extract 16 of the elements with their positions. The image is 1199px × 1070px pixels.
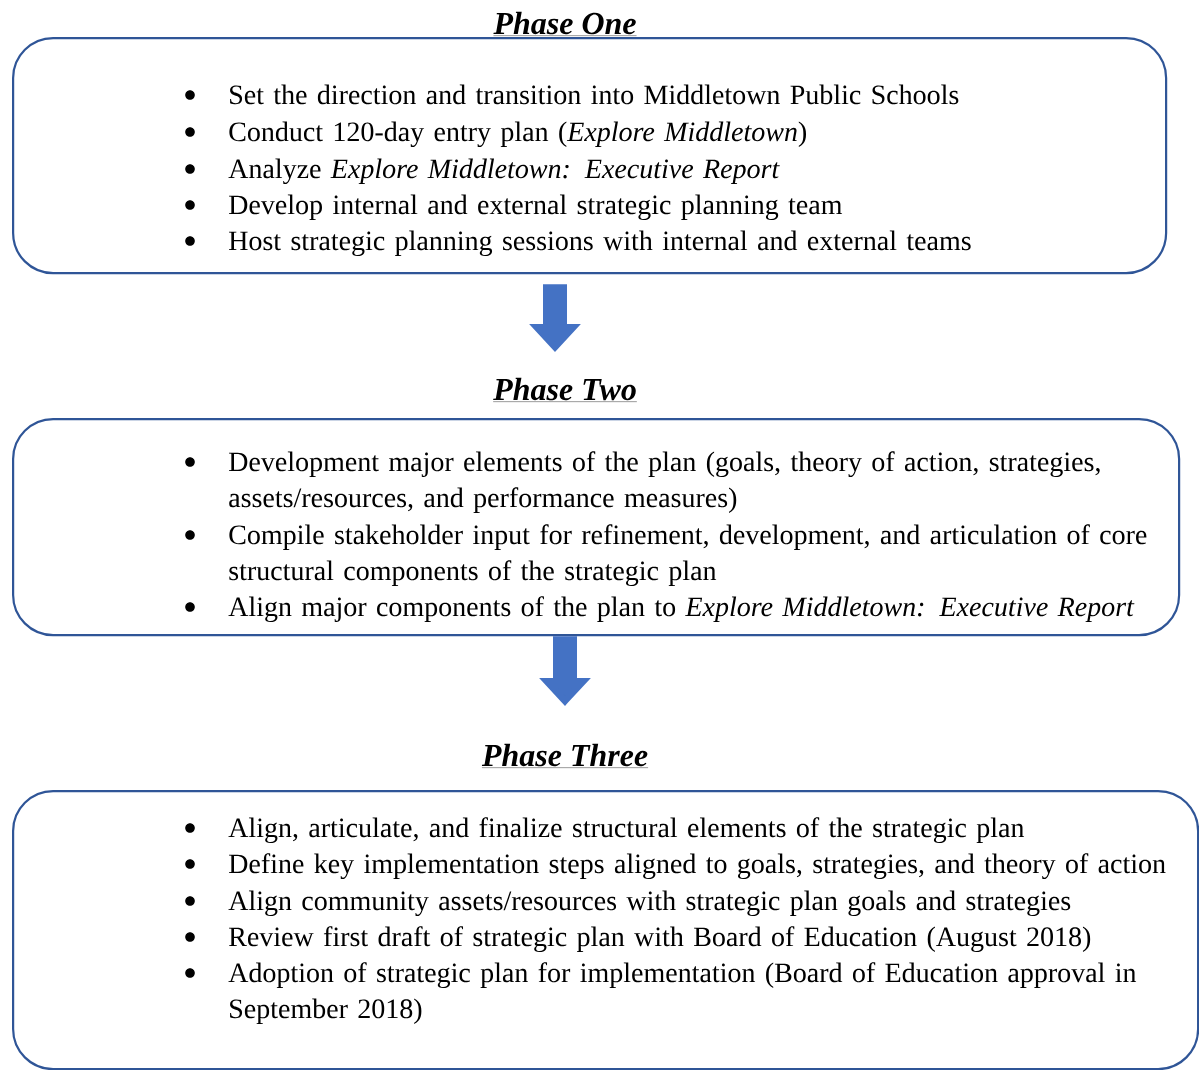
bullet-item: Align community assets/resources with strategic plan goals and strategies: [185, 890, 1071, 917]
bullet-item: Define key implementation steps aligned to goals, strategies, and theory of action: [185, 853, 1166, 880]
phase-heading: Phase Two: [492, 377, 638, 402]
phase-heading: Phase One: [493, 11, 637, 36]
bullet-item: Align major components of the plan to Explore Middletown: Executive Report: [185, 596, 1135, 623]
bullet-item: Host strategic planning sessions with internal and external teams: [185, 230, 971, 257]
bullet-item: Develop internal and external strategic planning team: [185, 194, 843, 221]
bullet-item: Set the direction and transition into Middletown Public Schools: [185, 84, 959, 105]
bullet-item: Adoption of strategic plan for implementation (Board of Education approval in September 2018): [185, 962, 1137, 1024]
bullet-item: Development major elements of the plan (goals, theory of action, strategies, assets/resources, and performance measures): [185, 451, 1100, 513]
bullet-item: Analyze Explore Middletown: Executive Report: [185, 158, 780, 185]
bullet-item: Align, articulate, and finalize structural elements of the strategic plan: [185, 817, 1025, 844]
bullet-item: Compile stakeholder input for refinement, development, and articulation of core structural components of the strategic plan: [185, 524, 1147, 587]
bullet-item: Conduct 120-day entry plan (Explore Middletown): [185, 121, 806, 148]
phase-heading: Phase Three: [481, 743, 649, 768]
bullet-item: Review first draft of strategic plan with Board of Education (August 2018): [185, 926, 1091, 953]
